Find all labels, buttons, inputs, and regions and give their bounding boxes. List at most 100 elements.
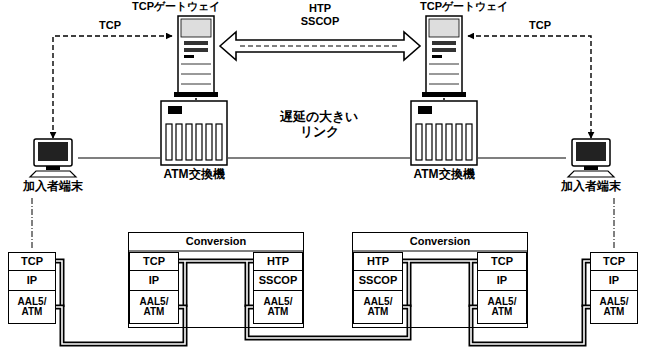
gateway-server: TCPゲートウェイ (420, 14, 468, 98)
mount-line (443, 98, 445, 100)
connector (228, 158, 410, 159)
layer-name: SSCOP (259, 275, 298, 287)
icon-part (174, 92, 218, 97)
terminal-drop-line (614, 198, 615, 248)
icon-part (568, 171, 614, 177)
layer-name: IP (149, 275, 159, 287)
gw-icon (172, 14, 220, 98)
icon-part (436, 124, 442, 160)
layer-name: TCP (603, 256, 625, 268)
term-icon (28, 138, 78, 178)
layer-name: TCP (491, 256, 513, 268)
icon-part (38, 142, 68, 161)
layer-name: HTP (367, 256, 389, 268)
layer-name: AAL5/ ATM (130, 297, 178, 318)
protocol-layer: AAL5/ ATM (8, 290, 56, 324)
atm-switch: ATM交換機 (160, 100, 228, 166)
icon-part (429, 19, 459, 37)
icon-part (178, 16, 214, 96)
layer-name: IP (609, 275, 619, 287)
terminal-drop-line (32, 198, 33, 248)
icon-part (176, 124, 182, 160)
layer-name: SSCOP (359, 275, 398, 287)
icon-part (429, 74, 459, 75)
protocol-layer: HTP (253, 252, 303, 271)
conversion-box: ConversionTCPIPAAL5/ ATMHTPSSCOPAAL5/ AT… (128, 232, 304, 328)
protocol-layer: SSCOP (353, 270, 403, 291)
icon-part (432, 55, 442, 58)
gateway-heading: TCPゲートウェイ (420, 0, 508, 13)
tcp-session-line (468, 36, 591, 138)
protocol-layer: TCP (8, 252, 56, 271)
sw-icon (410, 100, 478, 166)
protocol-layer: IP (477, 270, 527, 291)
edge-label: HTP SSCOP (293, 2, 347, 27)
link-line (78, 157, 160, 158)
layer-name: IP (27, 275, 37, 287)
atm-switch: ATM交換機 (410, 100, 478, 166)
subscriber-terminal: 加入者端末 (566, 138, 616, 178)
icon-part (30, 171, 76, 177)
link-line (478, 157, 566, 158)
gw-icon (420, 14, 468, 98)
protocol-layer: IP (129, 270, 179, 291)
link-line (228, 157, 410, 158)
icon-part (416, 124, 422, 160)
icon-part (184, 48, 208, 52)
term-icon (566, 138, 616, 178)
icon-part (186, 124, 192, 160)
icon-part (432, 41, 456, 45)
icon-part (168, 106, 182, 114)
switch-label: ATM交換機 (163, 168, 224, 181)
protocol-layer: TCP (129, 252, 179, 271)
icon-part (184, 55, 194, 58)
connector (196, 98, 197, 100)
icon-part (181, 64, 211, 65)
icon-part (166, 124, 172, 160)
connector (468, 36, 591, 138)
icon-part (196, 124, 202, 160)
layer-name: HTP (267, 256, 289, 268)
edge-label: TCP (527, 19, 553, 32)
icon-part (184, 41, 208, 45)
terminal-label: 加入者端末 (23, 180, 83, 193)
icon-part (576, 142, 606, 161)
layer-name: AAL5/ ATM (591, 297, 637, 318)
connector (53, 36, 172, 138)
protocol-layer: AAL5/ ATM (253, 290, 303, 324)
icon-part (161, 101, 227, 165)
dash-dot-line (32, 198, 614, 248)
layer-name: TCP (21, 256, 43, 268)
protocol-layer: HTP (353, 252, 403, 271)
icon-part (34, 139, 72, 166)
icon-part (411, 101, 477, 165)
switch-label: ATM交換機 (413, 168, 474, 181)
layer-name: TCP (143, 256, 165, 268)
tcp-session-line (53, 36, 172, 138)
icon-part (572, 139, 610, 166)
icon-part (422, 92, 466, 97)
connector (478, 158, 566, 159)
icon-part (446, 124, 452, 160)
protocol-layer: AAL5/ ATM (590, 290, 638, 324)
connector (220, 32, 420, 60)
connector (444, 98, 445, 100)
layer-name: IP (497, 275, 507, 287)
gateway-server: TCPゲートウェイ (172, 14, 220, 98)
icon-part (432, 48, 456, 52)
protocol-layer: AAL5/ ATM (129, 290, 179, 324)
icon-part (426, 124, 432, 160)
tunnel-center-line (240, 46, 400, 47)
subscriber-terminal: 加入者端末 (28, 138, 78, 178)
sw-icon (160, 100, 228, 166)
gateway-heading: TCPゲートウェイ (132, 0, 220, 13)
icon-part (216, 124, 222, 160)
icon-part (584, 166, 598, 170)
icon-part (466, 124, 472, 160)
icon-part (429, 84, 459, 85)
layer-name: AAL5/ ATM (478, 297, 526, 318)
htp-tunnel-arrow (220, 32, 420, 60)
